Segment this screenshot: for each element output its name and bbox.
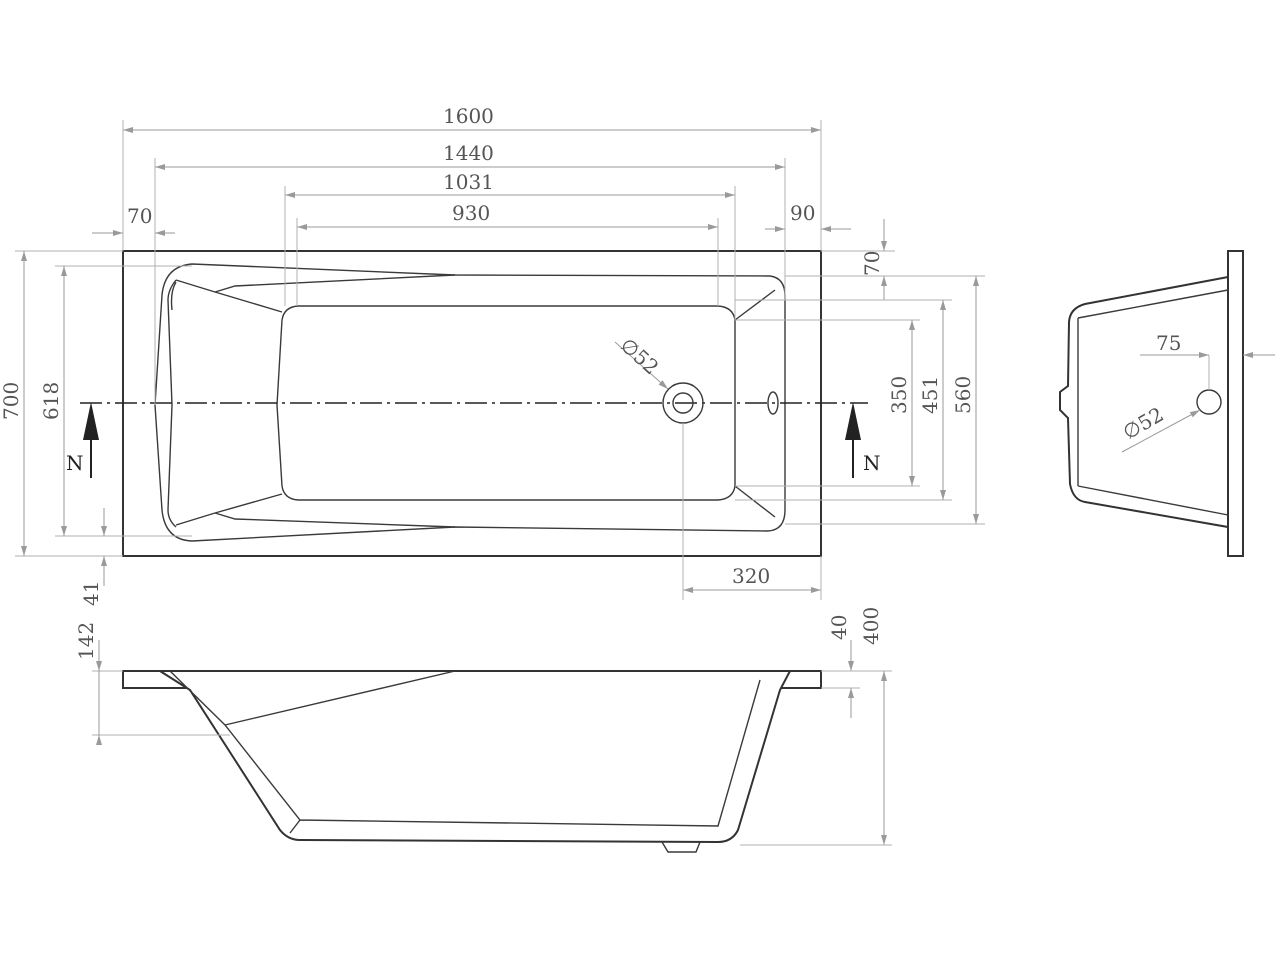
dim-930: 930 [452, 201, 490, 225]
left-dimensions-top-view: 700 618 41 [0, 250, 192, 606]
dim-41: 41 [79, 581, 103, 606]
dim-618: 618 [39, 382, 63, 420]
side-view-dimensions: 142 40 400 [74, 607, 892, 846]
section-arrow-left-icon [83, 402, 99, 440]
dim-1600: 1600 [443, 104, 494, 128]
right-dimensions-top-view: 70 350 451 560 320 ∅52 [614, 219, 985, 600]
section-marker-left: N [66, 451, 84, 475]
end-view-body [1059, 275, 1229, 529]
side-view [122, 670, 822, 853]
top-view-basin-outer [154, 263, 786, 542]
top-view-headrest-bottom [175, 493, 456, 528]
side-view-inner-lines [169, 670, 761, 834]
dim-90-right: 90 [790, 201, 815, 225]
dim-700: 700 [0, 382, 23, 420]
side-view-feet [661, 841, 701, 853]
end-view-inner-lines [1077, 289, 1229, 516]
top-view-left-slope [167, 279, 177, 528]
dim-75: 75 [1156, 331, 1181, 355]
section-arrow-right-icon [845, 402, 861, 440]
dim-1031: 1031 [443, 170, 494, 194]
section-marker-right: N [863, 451, 881, 475]
dim-320: 320 [732, 564, 770, 588]
dim-400: 400 [859, 607, 883, 645]
dim-40: 40 [827, 615, 851, 640]
end-view-rim [1227, 250, 1244, 557]
overflow-icon [767, 391, 779, 415]
dim-70-top: 70 [860, 251, 884, 276]
top-view-headrest-top [170, 274, 456, 313]
side-view-body [156, 670, 792, 844]
end-view: 75 ∅52 [1059, 250, 1275, 557]
top-view-foot-corners [734, 289, 776, 518]
drain-inner-icon [672, 392, 694, 414]
dim-350: 350 [887, 376, 911, 414]
dim-451: 451 [918, 376, 942, 414]
dim-560: 560 [951, 376, 975, 414]
dim-142: 142 [74, 622, 98, 660]
top-view: N N [66, 250, 881, 557]
dim-70-left: 70 [127, 204, 152, 228]
top-view-basin-bottom [276, 305, 736, 501]
top-dimensions: 1600 1440 1031 930 70 90 [92, 104, 851, 405]
dim-1440: 1440 [443, 141, 494, 165]
